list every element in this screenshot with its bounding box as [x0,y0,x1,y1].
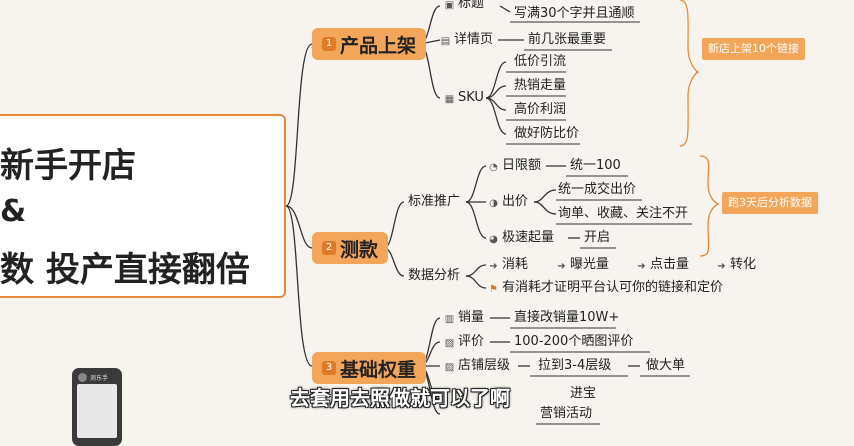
overlay-card-screen [77,384,117,438]
store-icon: ▨ [444,362,455,373]
arrow-icon: ➜ [489,261,498,272]
central-title-line3: 数 投产直接翻倍 [0,250,250,290]
topic-test-product[interactable]: 2 测款 [312,232,389,264]
node-data-analysis[interactable]: 数据分析 [408,268,461,283]
leaf-big-order[interactable]: 做大单 [646,358,686,373]
node-fast-ramp[interactable]: ◕ 极速起量 [488,228,554,248]
leaf-sku-hot-sale[interactable]: 热销走量 [514,78,567,93]
topic-base-weight[interactable]: 3 基础权重 [312,352,427,384]
chart-icon: ▥ [444,314,455,325]
node-sku[interactable]: ▦SKU [444,88,484,108]
chain-conversion[interactable]: ➜ 转化 [716,255,756,275]
leaf-reviews-value[interactable]: 100-200个晒图评价 [514,334,634,349]
leaf-partial[interactable]: 进宝 [570,386,597,401]
flag-icon: ⚑ [489,284,498,295]
note-new-store-links[interactable]: 新店上架10个链接 [702,38,805,60]
grid-icon: ▦ [444,94,455,105]
topic-label: 产品上架 [340,34,417,57]
video-subtitle: 去套用去照做就可以了啊 [290,386,510,410]
node-shop-level[interactable]: ▨店铺层级 [444,356,510,376]
topic-number: 1 [322,37,336,51]
node-sales[interactable]: ▥销量 [444,308,484,328]
arrow-icon: ➜ [717,261,726,272]
node-fast-ramp-label: 极速起量 [502,230,555,245]
leaf-marketing[interactable]: 营销活动 [540,406,593,421]
leaf-sku-anti-compare[interactable]: 做好防比价 [514,126,580,141]
node-sku-label: SKU [458,90,484,105]
central-topic[interactable]: 新手开店 & 数 投产直接翻倍 [0,114,286,298]
node-title[interactable]: ▣标题 [444,0,484,14]
topic-number: 2 [322,241,336,255]
leaf-fast-ramp-on[interactable]: 开启 [584,230,611,245]
node-reviews-label: 评价 [458,334,485,349]
leaf-bid-off-options[interactable]: 询单、收藏、关注不开 [558,206,689,221]
leaf-conclusion-label: 有消耗才证明平台认可你的链接和定价 [502,280,724,295]
overlay-card[interactable]: 测东手 [72,368,122,446]
leaf-bid-uniform[interactable]: 统一成交出价 [558,182,637,197]
chain-consumption-label: 消耗 [502,257,529,272]
topic-label: 测款 [340,238,379,261]
topic-label: 基础权重 [340,358,417,381]
leaf-shop-level-value[interactable]: 拉到3-4层级 [538,358,612,373]
chain-clicks[interactable]: ➜ 点击量 [636,255,689,275]
topic-product-listing[interactable]: 1 产品上架 [312,28,427,60]
node-standard-promo[interactable]: 标准推广 [408,194,461,209]
half-circle-icon: ◑ [489,198,498,209]
leaf-title-rule[interactable]: 写满30个字并且通顺 [514,6,635,21]
chain-impressions[interactable]: ➜ 曝光量 [556,255,609,275]
node-title-label: 标题 [458,0,485,11]
leaf-daily-limit-value[interactable]: 统一100 [570,158,621,173]
leaf-detail-rule[interactable]: 前几张最重要 [528,32,607,47]
note-analyze-after-3-days[interactable]: 跑3天后分析数据 [722,192,818,214]
node-bid-label: 出价 [502,194,529,209]
chain-consumption[interactable]: ➜ 消耗 [488,255,528,275]
gauge-icon: ◕ [489,234,498,245]
node-sales-label: 销量 [458,310,485,325]
overlay-card-title: 测东手 [90,375,109,382]
tag-icon: ▣ [444,0,455,11]
chain-impressions-label: 曝光量 [570,257,610,272]
leaf-sku-high-profit[interactable]: 高价利润 [514,102,567,117]
leaf-sales-value[interactable]: 直接改销量10W+ [514,310,620,325]
leaf-conclusion[interactable]: ⚑ 有消耗才证明平台认可你的链接和定价 [488,278,723,298]
clock-icon: ◔ [489,162,498,173]
leaf-sku-low-price[interactable]: 低价引流 [514,54,567,69]
avatar [78,373,87,382]
node-reviews[interactable]: ▧评价 [444,332,484,352]
node-daily-limit[interactable]: ◔ 日限额 [488,156,541,176]
arrow-icon: ➜ [637,261,646,272]
chain-clicks-label: 点击量 [650,257,690,272]
topic-number: 3 [322,361,336,375]
comment-icon: ▧ [444,338,455,349]
node-detail-page[interactable]: ▤详情页 [440,30,493,50]
node-bid[interactable]: ◑ 出价 [488,192,528,212]
node-shop-level-label: 店铺层级 [458,358,511,373]
page-icon: ▤ [440,36,451,47]
node-daily-limit-label: 日限额 [502,158,542,173]
node-detail-label: 详情页 [454,32,494,47]
central-title-line2: & [0,194,27,229]
central-title-line1: 新手开店 [0,146,136,186]
arrow-icon: ➜ [557,261,566,272]
chain-conversion-label: 转化 [730,257,757,272]
